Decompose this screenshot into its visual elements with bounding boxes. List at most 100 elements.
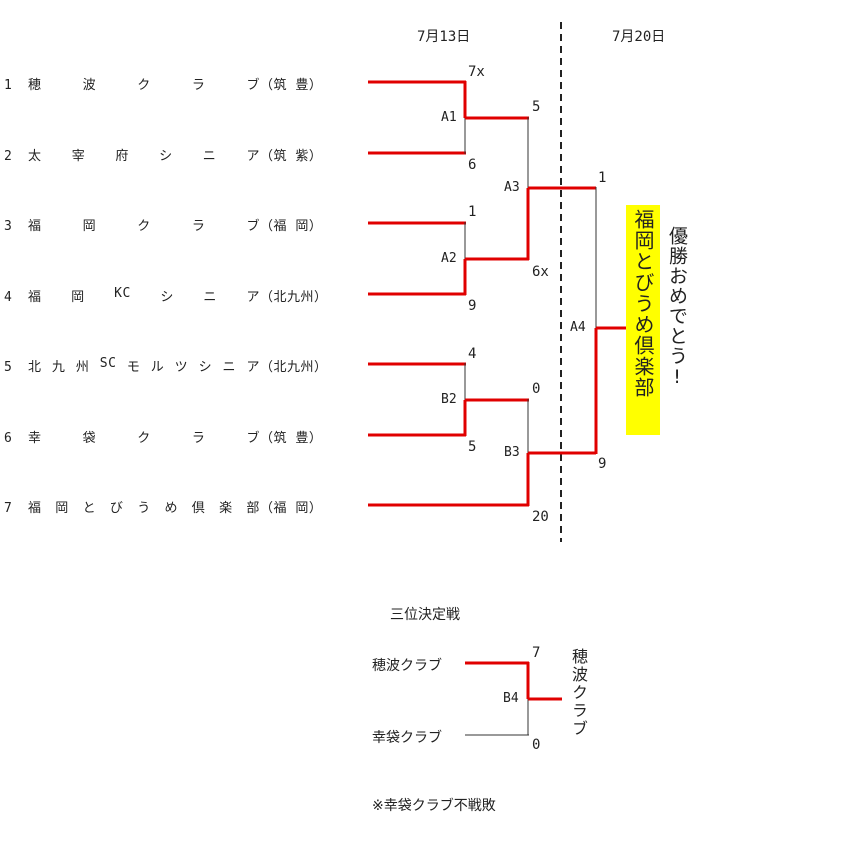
team-name-char: ク [137,431,151,446]
team-name-char: シ [198,360,213,375]
team-number: 5 [4,360,13,375]
champion-banner: 福岡とびうめ倶楽部 [626,205,660,435]
team-name: 太宰府シニア [28,145,260,164]
team-number: 7 [4,501,13,516]
team-name: 福岡クラブ [28,215,260,234]
team-name-char: 部 [246,501,260,516]
team-region: （北九州） [260,360,328,375]
score-a4-bottom: 9 [598,456,607,472]
team-name-char: ラ [191,78,206,93]
team-name-char: 岡 [55,501,69,516]
team-name-char: 倶 [191,501,206,516]
date-day1: 7月13日 [417,29,471,45]
team-name-char: 袋 [82,431,97,446]
score-b4-bottom: 0 [532,737,541,753]
game-label-b4: B4 [503,691,519,706]
team-name-char: 福 [28,501,42,516]
score-a2-bottom: 9 [468,298,477,314]
team-region: （筑 紫） [260,149,323,164]
team-name: 穂波クラブ [28,74,260,93]
team-name-char: ク [137,219,151,234]
game-label-b2: B2 [441,392,457,407]
team-name-char: シ [160,290,174,305]
score-a2-top: 1 [468,204,477,220]
date-day2: 7月20日 [612,29,666,45]
third-place-team2: 幸袋クラブ [372,730,442,746]
team-name-char: 北 [28,360,42,375]
congratulations-text: 優勝おめでとう! [666,226,688,389]
team-name-char: う [137,501,151,516]
team-name-char: 波 [82,78,97,93]
third-place-title: 三位決定戦 [390,607,460,623]
score-b3-bottom: 20 [532,509,549,525]
game-label-a2: A2 [441,251,457,266]
score-a3-top: 5 [532,99,541,115]
score-b3-top: 0 [532,381,541,397]
team-name-char: 宰 [71,149,86,164]
team-name-char: KC [114,286,131,301]
score-a4-top: 1 [598,170,607,186]
team-number: 2 [4,149,13,164]
score-a1-top: 7x [468,64,485,80]
game-label-b3: B3 [504,445,520,460]
team-number: 6 [4,431,13,446]
team-name-char: 岡 [82,219,97,234]
team-number: 1 [4,78,13,93]
team-name-char: ル [150,360,165,375]
team-name-char: シ [159,149,173,164]
team-region: （福 岡） [260,219,323,234]
team-name-char: と [82,501,97,516]
team-name-char: ニ [202,149,217,164]
team-name-char: モ [126,360,141,375]
team-name-char: ク [137,78,151,93]
third-place-note: ※幸袋クラブ不戦敗 [372,798,496,814]
game-label-a4: A4 [570,320,586,335]
team-name-char: ブ [246,431,260,446]
team-number: 4 [4,290,13,305]
team-name-char: ア [246,360,260,375]
team-region: （筑 豊） [260,431,323,446]
team-name-char: 九 [51,360,66,375]
team-number: 3 [4,219,13,234]
score-a1-bottom: 6 [468,157,477,173]
score-b2-top: 4 [468,346,477,362]
team-name-char: ラ [191,431,206,446]
team-name-char: め [164,501,178,516]
team-name-char: 幸 [28,431,42,446]
team-name-char: 穂 [28,78,42,93]
team-name-char: 太 [28,149,42,164]
team-name-char: ア [246,149,260,164]
team-name-char: 楽 [219,501,233,516]
team-name: 福 岡 KC シ ニ ア [28,286,260,305]
team-name-char: 福 [28,219,42,234]
third-place-winner: 穂波クラブ [569,648,588,738]
team-region: （北九州） [260,290,328,305]
third-place-team1: 穂波クラブ [372,658,442,674]
team-name-char: 岡 [71,290,85,305]
team-name-char: 福 [28,290,42,305]
team-name-char: ニ [203,290,217,305]
score-b2-bottom: 5 [468,439,477,455]
team-name-char: び [109,501,124,516]
team-name-char: 州 [75,360,90,375]
team-name: 福岡とびうめ倶楽部 [28,497,260,516]
score-a3-bottom: 6x [532,264,549,280]
team-name-char: ブ [246,219,260,234]
team-name-char: ラ [191,219,206,234]
team-region: （筑 豊） [260,78,323,93]
team-name-char: ブ [246,78,260,93]
team-name-char: 府 [115,149,129,164]
team-name-char: SC [99,356,117,371]
score-b4-top: 7 [532,645,541,661]
team-name-char: ア [246,290,260,305]
game-label-a3: A3 [504,180,520,195]
